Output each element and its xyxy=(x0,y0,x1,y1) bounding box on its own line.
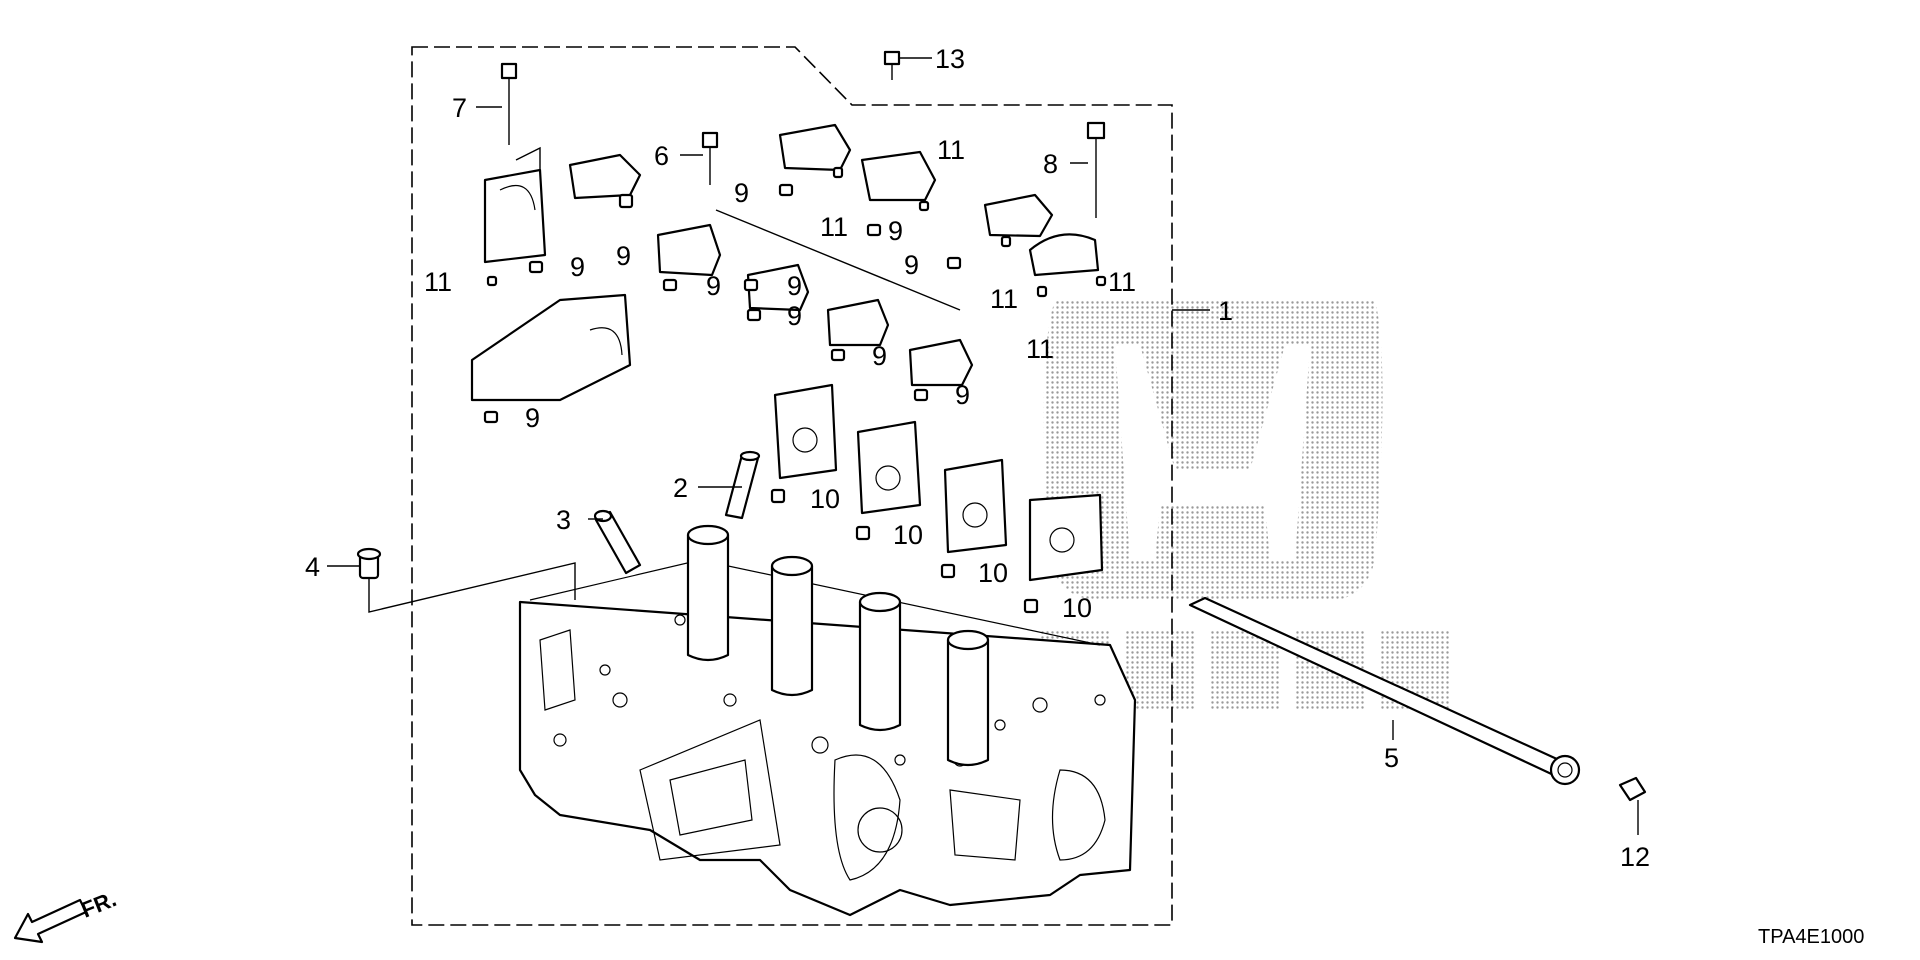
callout-11: 11 xyxy=(937,135,965,165)
front-direction-label: FR. xyxy=(78,886,120,922)
bolt-6 xyxy=(701,131,719,185)
callout-10: 10 xyxy=(810,484,840,514)
callout-9: 9 xyxy=(872,341,887,371)
assembly-boundary xyxy=(411,46,1173,926)
callout-9: 9 xyxy=(787,271,802,301)
callout-9: 9 xyxy=(955,380,970,410)
callout-11: 11 xyxy=(1108,267,1136,297)
bolt-12 xyxy=(1618,776,1647,802)
diagram-code: TPA4E1000 xyxy=(1758,926,1864,948)
callout-labels: 1 2 3 4 5 6 7 8 12 13 9 9 9 9 9 9 9 9 9 … xyxy=(305,44,1650,872)
callout-13: 13 xyxy=(935,44,965,74)
callout-9: 9 xyxy=(706,271,721,301)
callout-5: 5 xyxy=(1384,743,1399,773)
callout-3: 3 xyxy=(556,505,571,535)
callout-9: 9 xyxy=(525,403,540,433)
callout-10: 10 xyxy=(1062,593,1092,623)
callout-9: 9 xyxy=(570,252,585,282)
bolt-8 xyxy=(1086,121,1106,218)
bolt-7 xyxy=(500,62,518,145)
callout-7: 7 xyxy=(452,93,467,123)
callout-11: 11 xyxy=(820,212,848,242)
dowel-pin-2 xyxy=(724,450,761,520)
callout-11: 11 xyxy=(1026,334,1054,364)
callout-10: 10 xyxy=(978,558,1008,588)
camshaft-5 xyxy=(1188,596,1581,786)
bolt-13 xyxy=(883,50,901,80)
callout-11: 11 xyxy=(990,284,1018,314)
plug-4 xyxy=(356,547,382,580)
callout-11: 11 xyxy=(424,267,452,297)
dowel-pin-3 xyxy=(593,509,642,575)
camshaft-holders-lower xyxy=(773,383,1104,582)
callout-4: 4 xyxy=(305,552,320,582)
front-direction-arrow: FR. xyxy=(13,886,120,944)
callout-9: 9 xyxy=(734,178,749,208)
callout-9: 9 xyxy=(787,301,802,331)
callout-9: 9 xyxy=(616,241,631,271)
callout-6: 6 xyxy=(654,141,669,171)
callout-2: 2 xyxy=(673,473,688,503)
camshaft-holders xyxy=(470,123,1100,402)
small-part-markers xyxy=(483,166,1107,614)
callout-9: 9 xyxy=(888,216,903,246)
callout-10: 10 xyxy=(893,520,923,550)
cylinder-head xyxy=(518,524,1137,917)
callout-12: 12 xyxy=(1620,842,1650,872)
callout-1: 1 xyxy=(1218,296,1233,326)
leader-lines xyxy=(327,57,1639,835)
callout-8: 8 xyxy=(1043,149,1058,179)
callout-9: 9 xyxy=(904,250,919,280)
